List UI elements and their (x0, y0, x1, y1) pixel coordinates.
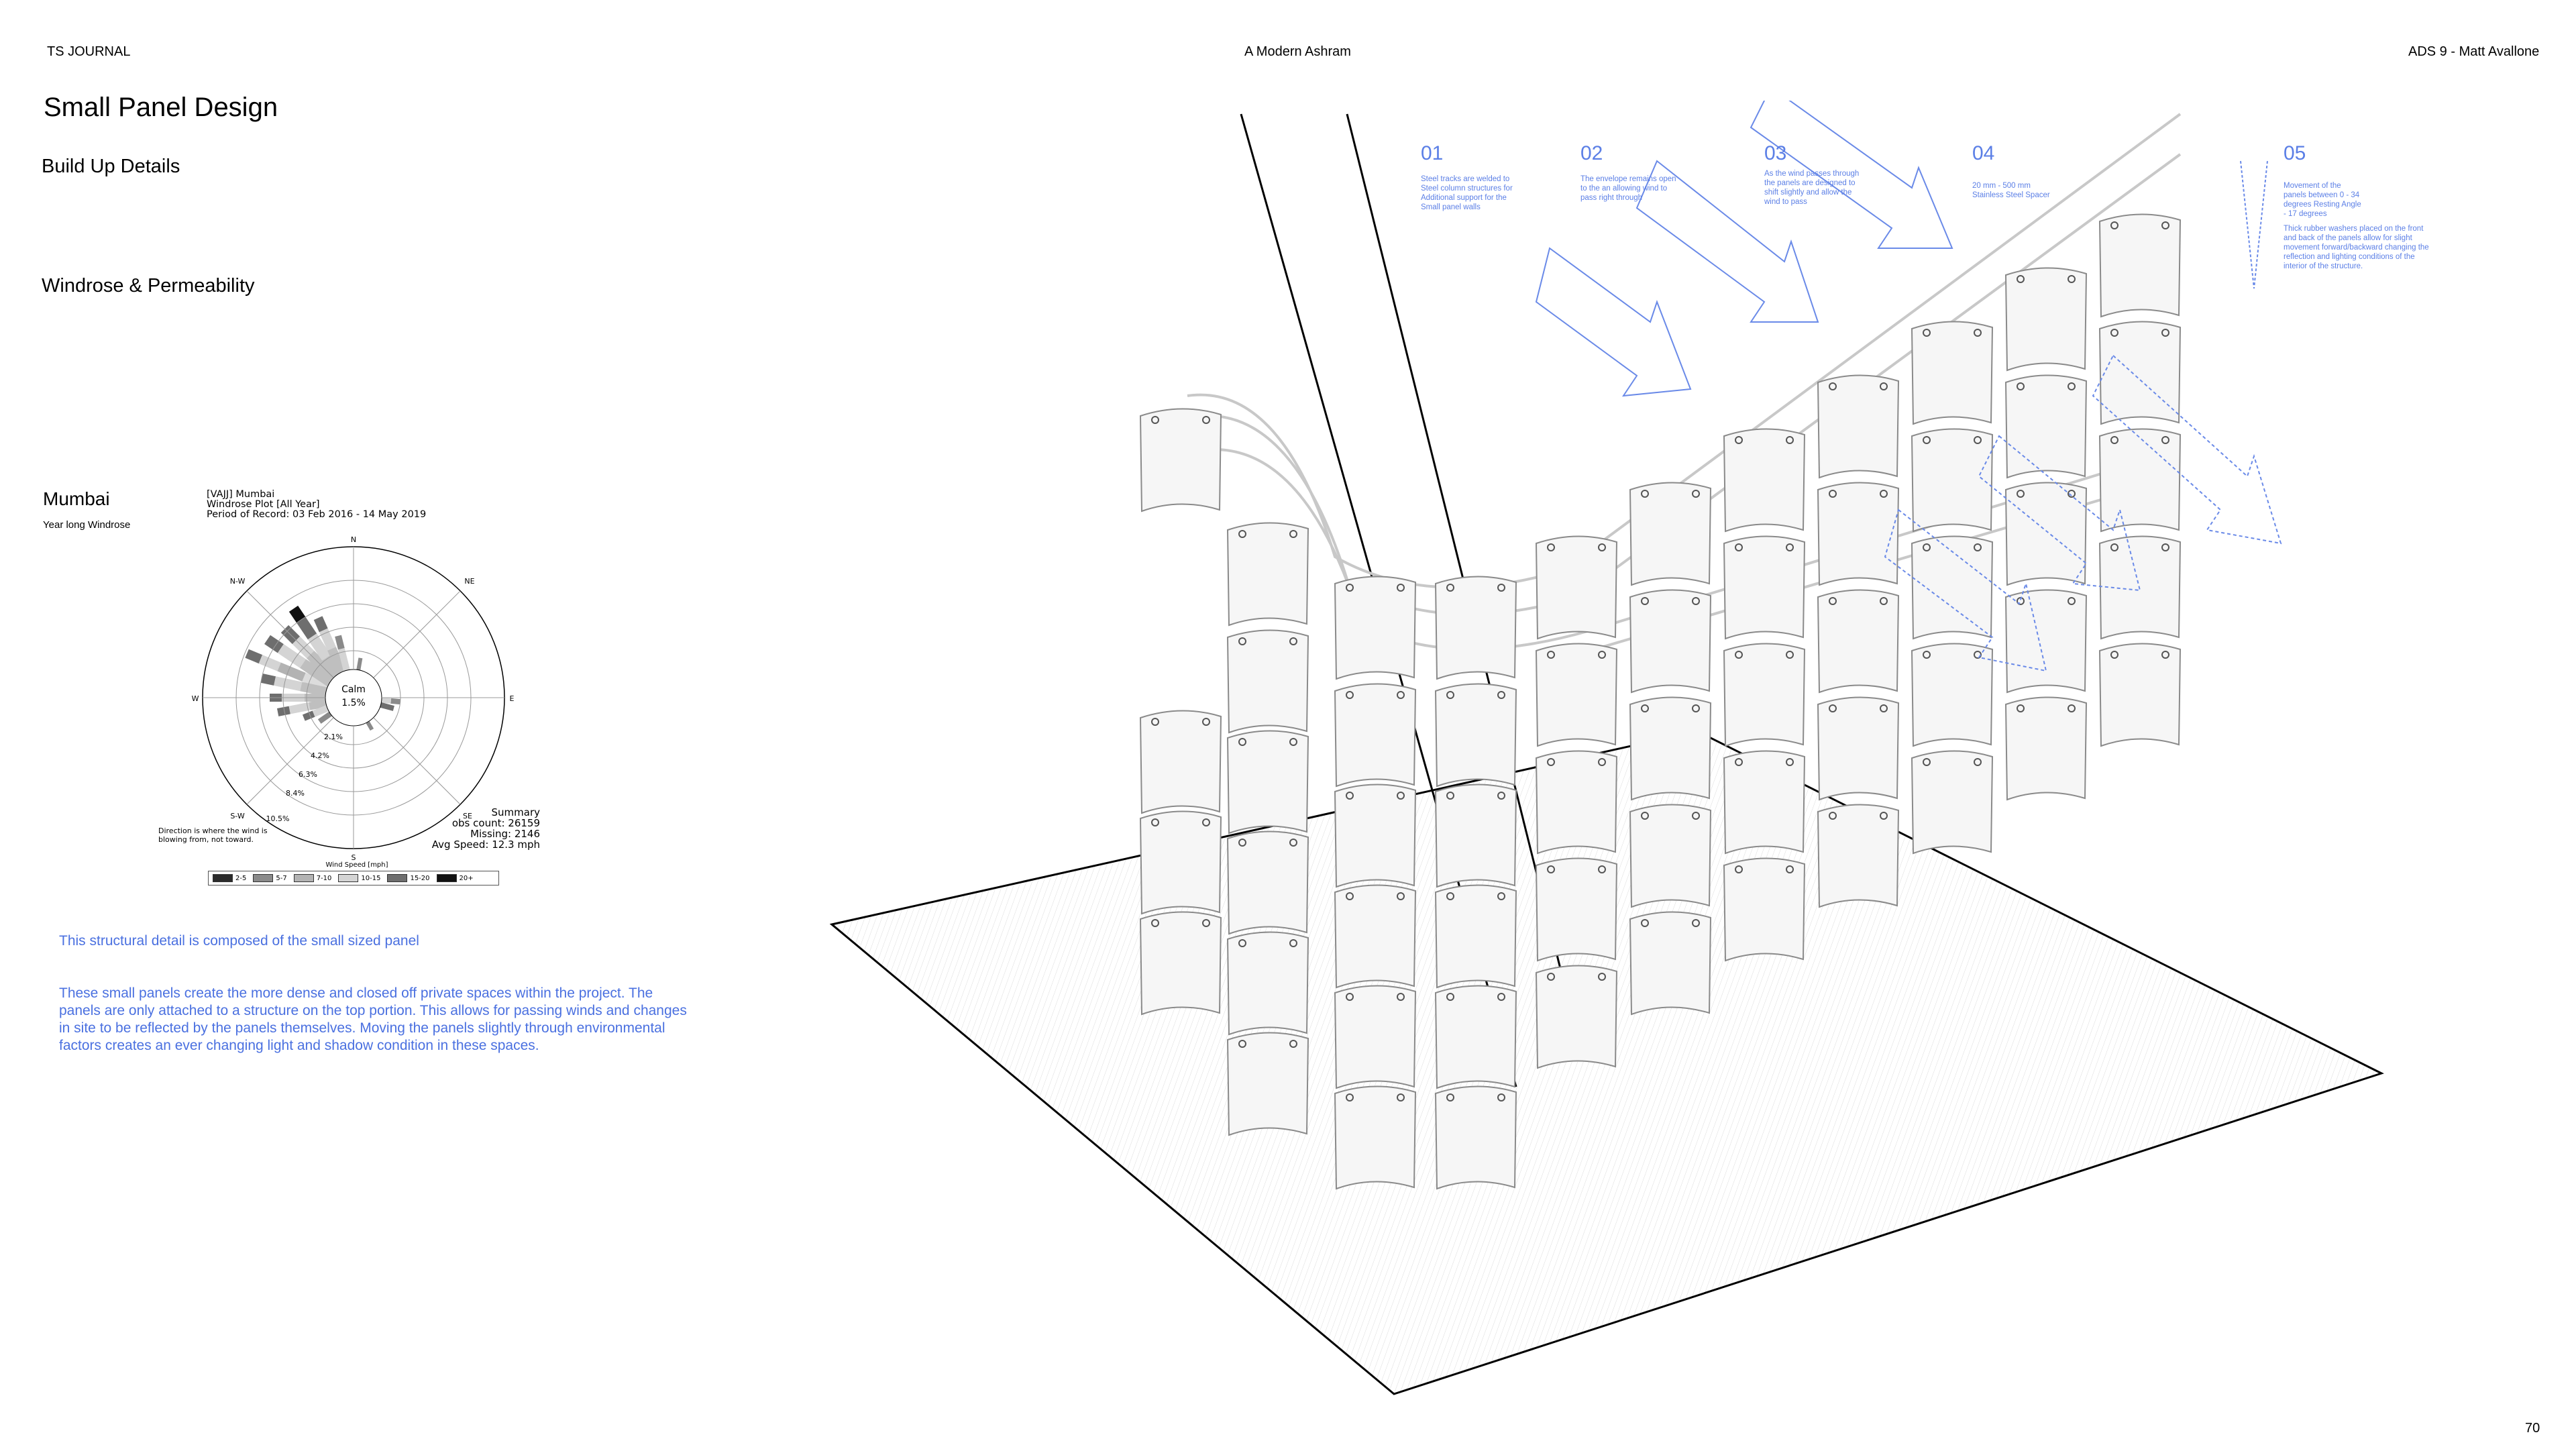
legend-label: 20+ (459, 874, 474, 882)
wind-arrow-1 (1535, 247, 1692, 397)
note-04-text: 20 mm - 500 mm Stainless Steel Spacer (1972, 182, 2050, 199)
note-03-number: 03 (1764, 142, 1787, 164)
legend-swatch (213, 874, 233, 882)
legend-label: 5-7 (276, 874, 287, 882)
rotation-indicator (2240, 160, 2268, 289)
page-title: Small Panel Design (44, 93, 278, 122)
summary-avg: Avg Speed: 12.3 mph (431, 839, 540, 851)
summary-title: Summary (491, 806, 541, 818)
petal-sw1 (302, 704, 329, 721)
legend-label: 7-10 (316, 874, 332, 882)
calm-value: 1.5% (341, 698, 366, 708)
note-03-text: As the wind passes through the panels ar… (1764, 170, 1860, 206)
author-label: ADS 9 - Matt Avallone (2408, 44, 2540, 59)
legend-item: 10-15 (338, 874, 380, 882)
wind-speed-legend: 2-5 5-7 7-10 10-15 15-20 20+ (208, 871, 499, 885)
legend-label: 15-20 (410, 874, 430, 882)
petal-nw1 (264, 635, 334, 687)
ring-label-1: 2.1% (324, 733, 343, 741)
windrose-header: [VAJJ] Mumbai Windrose Plot [All Year] P… (207, 490, 426, 520)
windrose-plot-type: Windrose Plot [All Year] (207, 499, 320, 510)
calm-label: Calm (341, 684, 366, 695)
legend-swatch (436, 874, 457, 882)
note-05-text: Movement of the panels between 0 - 34 de… (2284, 182, 2361, 218)
wind-arrow-dashed-2 (1978, 435, 2141, 592)
paragraph-description: These small panels create the more dense… (59, 985, 687, 1053)
legend-item: 7-10 (293, 874, 332, 882)
project-title: A Modern Ashram (1244, 44, 1351, 59)
ring-label-5: 10.5% (266, 814, 290, 823)
petal-w1 (260, 674, 329, 697)
ring-label-3: 6.3% (299, 770, 317, 779)
dir-n: N (351, 535, 356, 544)
windrose-period: Period of Record: 03 Feb 2016 - 14 May 2… (207, 509, 427, 520)
ring-label-2: 4.2% (311, 751, 329, 760)
legend-label: 2-5 (235, 874, 247, 882)
note-01-text: Steel tracks are welded to Steel column … (1421, 175, 1513, 211)
note-01-number: 01 (1421, 142, 1444, 164)
wind-arrows (1535, 101, 2282, 672)
windrose-plot: Calm 1.5% 2.1% 4.2% 6.3% 8.4% 10.5% N S … (192, 535, 515, 862)
legend-label: 10-15 (361, 874, 381, 882)
petal-sse (365, 720, 374, 731)
note-05-text-2: Thick rubber washers placed on the front… (2284, 225, 2429, 270)
legend-item: 2-5 (213, 874, 246, 882)
windrose-note: Direction is where the wind is blowing f… (158, 826, 268, 844)
legend-swatch (338, 874, 359, 882)
legend-item: 20+ (436, 874, 474, 882)
summary-obs: obs count: 26159 (451, 817, 540, 829)
dir-w: W (192, 694, 199, 703)
windrose-summary: Summary obs count: 26159 Missing: 2146 A… (416, 807, 540, 850)
summary-missing: Missing: 2146 (470, 828, 540, 840)
dir-s: S (352, 853, 356, 862)
wind-arrow-2 (1635, 160, 1819, 323)
legend-title: Wind Speed [mph] (325, 861, 388, 869)
journal-label: TS JOURNAL (47, 44, 131, 59)
legend-swatch (387, 874, 408, 882)
paragraph-intro: This structural detail is composed of th… (59, 933, 419, 949)
note-02-number: 02 (1580, 142, 1603, 164)
dir-sw: S-W (230, 812, 245, 820)
page-number: 70 (2525, 1421, 2540, 1436)
windrose-diagram: Calm 1.5% 2.1% 4.2% 6.3% 8.4% 10.5% N S … (192, 535, 515, 862)
city-subtitle: Year long Windrose (43, 519, 131, 531)
petal-ese (379, 702, 394, 711)
dir-ne: NE (464, 577, 474, 586)
dir-se: SE (463, 812, 472, 820)
note-05-number: 05 (2284, 142, 2306, 164)
dir-e: E (510, 694, 515, 703)
dir-nw: N-W (230, 577, 246, 586)
petal-n (335, 635, 350, 672)
legend-item: 5-7 (253, 874, 287, 882)
windrose-station: [VAJJ] Mumbai (207, 489, 275, 500)
ring-label-4: 8.4% (286, 789, 305, 798)
note-02-text: The envelope remains open to the an allo… (1580, 175, 1676, 202)
petal-sw2 (317, 711, 333, 724)
section-build-up: Build Up Details (42, 156, 180, 177)
wind-arrow-3 (1750, 101, 1953, 249)
petal-e (380, 697, 401, 705)
axonometric-drawing (829, 101, 2384, 1395)
section-windrose: Windrose & Permeability (42, 275, 255, 297)
city-label: Mumbai (43, 488, 110, 509)
wind-arrow-dashed-3 (1884, 508, 2047, 672)
legend-item: 15-20 (387, 874, 430, 882)
legend-swatch (293, 874, 314, 882)
legend-swatch (253, 874, 274, 882)
wind-arrow-dashed-1 (2092, 354, 2282, 545)
note-04-number: 04 (1972, 142, 1995, 164)
windrose-petals (245, 605, 401, 731)
petal-nne (356, 657, 363, 672)
